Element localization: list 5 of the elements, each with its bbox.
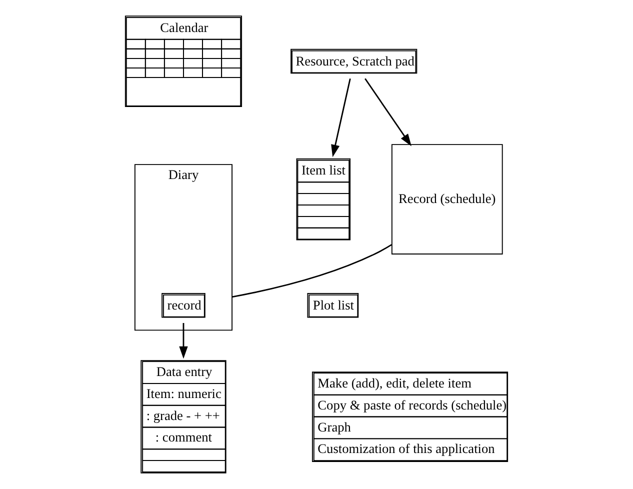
arrow xyxy=(364,78,412,146)
node-box: Record (schedule) xyxy=(391,144,503,254)
arrow xyxy=(331,78,351,158)
connector xyxy=(232,244,392,298)
arrow xyxy=(179,323,188,359)
